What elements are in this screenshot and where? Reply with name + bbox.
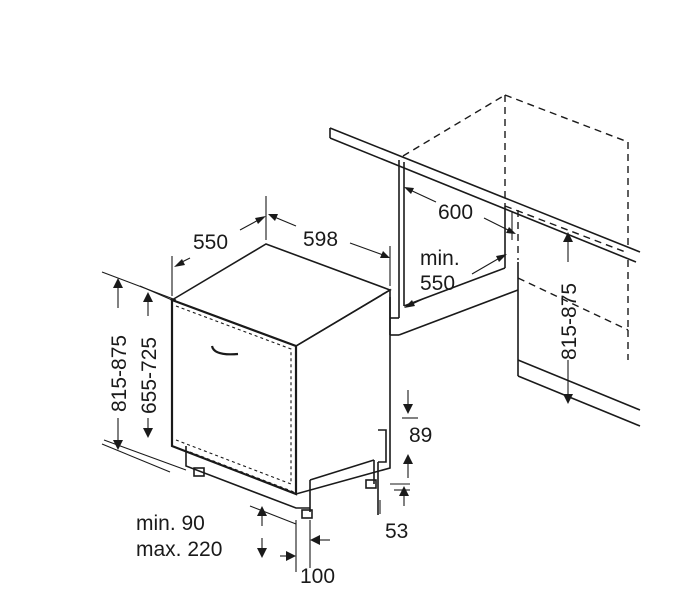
plinth-offset-dimension <box>280 520 330 572</box>
niche-depth-value-label: 550 <box>420 272 455 295</box>
appliance-height-dimension <box>101 271 187 473</box>
plinth-depth-dimension <box>249 505 297 558</box>
niche-depth-min-label: min. <box>420 247 460 270</box>
plinth-depth-max-label: max. 220 <box>136 538 222 561</box>
appliance-depth-dimension <box>171 216 266 296</box>
dishwasher-body <box>170 243 392 519</box>
niche-depth-dimension <box>404 254 507 308</box>
plinth-depth-min-label: min. 90 <box>136 512 205 535</box>
plinth-gap-dimension <box>379 483 410 514</box>
plinth-height-dimension <box>402 390 418 478</box>
door-height-dimension <box>139 285 173 438</box>
plinth-height-label: 89 <box>409 424 432 447</box>
appliance-depth-label: 550 <box>193 231 228 254</box>
appliance-width-dimension <box>265 196 391 286</box>
plinth-offset-label: 100 <box>300 565 335 588</box>
niche-height-dimension <box>563 232 573 404</box>
niche-outline <box>389 94 641 427</box>
appliance-width-label: 598 <box>303 228 338 251</box>
niche-width-label: 600 <box>438 201 473 224</box>
niche-height-label: 815-875 <box>558 283 581 360</box>
plinth-gap-label: 53 <box>385 520 408 543</box>
countertop <box>329 127 641 263</box>
door-height-label: 655-725 <box>138 337 161 414</box>
appliance-height-label: 815-875 <box>108 335 131 412</box>
niche-width-dimension <box>404 187 516 240</box>
